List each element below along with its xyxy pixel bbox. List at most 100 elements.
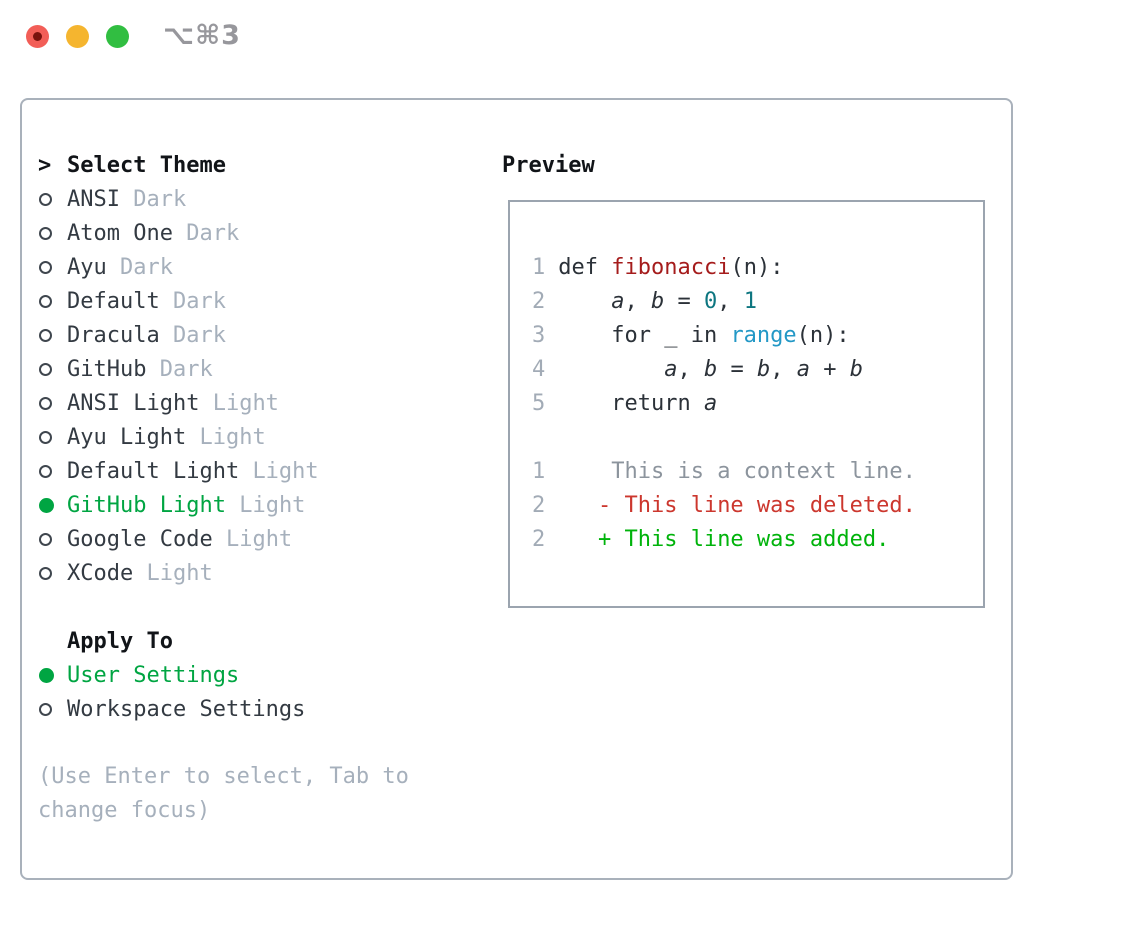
theme-option-dracula[interactable]: Dracula Dark	[38, 318, 502, 352]
spacer	[38, 726, 502, 760]
theme-option-default-variant: Dark	[172, 288, 226, 314]
radio-icon	[38, 226, 67, 240]
code-segment-var: a	[664, 356, 678, 382]
code-text: This is a context line.	[558, 459, 916, 484]
apply-option-user-settings[interactable]: User Settings	[38, 658, 502, 692]
theme-option-atom-one[interactable]: Atom One Dark	[38, 216, 502, 250]
code-segment-deleted: - This line was deleted.	[558, 492, 916, 518]
line-number: 1	[532, 458, 546, 484]
radio-dot-empty	[39, 702, 52, 716]
code-text: return a	[558, 391, 717, 416]
line-number: 5	[532, 390, 546, 416]
radio-dot-empty	[39, 294, 52, 308]
theme-option-dracula-label: Dracula	[67, 322, 160, 348]
code-segment-plain: =	[664, 288, 704, 314]
code-text: a, b = b, a + b	[558, 357, 863, 382]
code-segment-plain: (n):	[730, 254, 784, 280]
radio-icon	[38, 464, 67, 478]
spacer-char	[120, 187, 133, 212]
theme-option-ansi-light-variant: Light	[212, 390, 279, 416]
theme-option-ayu-variant: Dark	[120, 254, 173, 280]
radio-dot-empty	[39, 566, 52, 580]
code-segment-plain: =	[717, 356, 757, 382]
code-segment-plain: (n):	[796, 322, 850, 348]
radio-icon	[38, 294, 67, 308]
theme-option-ayu-light[interactable]: Ayu Light Light	[38, 420, 502, 454]
radio-icon	[38, 192, 67, 206]
code-segment-plain	[558, 289, 611, 314]
line-number: 3	[532, 322, 546, 348]
preview-blank-line	[532, 420, 983, 454]
theme-option-google-code[interactable]: Google Code Light	[38, 522, 502, 556]
code-segment-plain: ,	[717, 288, 744, 314]
line-number: 2	[532, 288, 546, 314]
theme-option-ansi-label: ANSI	[67, 186, 120, 212]
radio-dot-empty	[39, 328, 52, 342]
theme-option-github-light[interactable]: GitHub Light Light	[38, 488, 502, 522]
theme-option-github-light-label: GitHub Light	[67, 492, 226, 518]
code-segment-var: b	[849, 356, 863, 382]
preview-code-line: 4 a, b = b, a + b	[532, 352, 983, 386]
preview-code-line: 2 + This line was added.	[532, 522, 983, 556]
theme-option-default-light[interactable]: Default Light Light	[38, 454, 502, 488]
theme-option-ayu-light-variant: Light	[199, 424, 266, 450]
code-segment-num: 0	[703, 288, 718, 314]
theme-option-atom-one-label: Atom One	[67, 220, 173, 246]
theme-option-default-light-variant: Light	[252, 458, 319, 484]
theme-option-ansi-light[interactable]: ANSI Light Light	[38, 386, 502, 420]
code-segment-func: fibonacci	[611, 254, 731, 280]
theme-option-ansi-variant: Dark	[133, 186, 187, 212]
apply-option-user-settings-label: User Settings	[67, 662, 240, 688]
theme-option-xcode[interactable]: XCode Light	[38, 556, 502, 590]
radio-dot-empty	[39, 396, 52, 410]
theme-option-ayu-light-label: Ayu Light	[67, 424, 187, 450]
theme-option-atom-one-variant: Dark	[186, 220, 240, 246]
code-segment-plain: ,	[677, 356, 704, 382]
radio-selected-icon	[38, 497, 67, 513]
close-button[interactable]	[26, 25, 49, 48]
theme-option-google-code-variant: Light	[225, 526, 293, 552]
prompt-marker: >	[38, 153, 67, 178]
apply-option-workspace-settings-label: Workspace Settings	[67, 696, 306, 722]
code-segment-num: 1	[743, 288, 757, 314]
theme-option-ansi-light-label: ANSI Light	[67, 390, 200, 416]
radio-icon	[38, 532, 67, 546]
radio-icon	[38, 396, 67, 410]
theme-option-ayu[interactable]: Ayu Dark	[38, 250, 502, 284]
apply-option-workspace-settings[interactable]: Workspace Settings	[38, 692, 502, 726]
code-segment-plain: ,	[770, 356, 797, 382]
theme-option-ayu-label: Ayu	[67, 254, 107, 280]
preview-code-line: 1 This is a context line.	[532, 454, 983, 488]
radio-dot-empty	[39, 226, 52, 240]
radio-dot-empty	[39, 362, 52, 376]
theme-option-google-code-label: Google Code	[67, 526, 213, 552]
theme-option-default-light-label: Default Light	[67, 458, 240, 484]
radio-dot-empty	[39, 260, 52, 274]
code-segment-var: b	[650, 288, 665, 314]
code-segment-var: a	[703, 390, 718, 416]
line-number: 2	[532, 526, 546, 552]
code-segment-plain: return	[558, 390, 704, 416]
title-bar: ⌥⌘3	[0, 0, 1140, 74]
theme-option-dracula-variant: Dark	[172, 322, 226, 348]
radio-selected-icon	[38, 667, 67, 683]
spacer-char	[239, 459, 252, 484]
theme-option-default[interactable]: Default Dark	[38, 284, 502, 318]
spacer-char	[146, 357, 159, 382]
preview-code-line: 3 for _ in range(n):	[532, 318, 983, 352]
radio-dot-empty	[39, 532, 52, 546]
code-segment-added: + This line was added.	[558, 526, 890, 552]
preview-title: Preview	[502, 152, 595, 178]
zoom-button[interactable]	[106, 25, 129, 48]
spacer	[38, 590, 502, 624]
minimize-button[interactable]	[66, 25, 89, 48]
theme-option-ansi[interactable]: ANSI Dark	[38, 182, 502, 216]
theme-option-github[interactable]: GitHub Dark	[38, 352, 502, 386]
code-text: a, b = 0, 1	[558, 289, 757, 314]
